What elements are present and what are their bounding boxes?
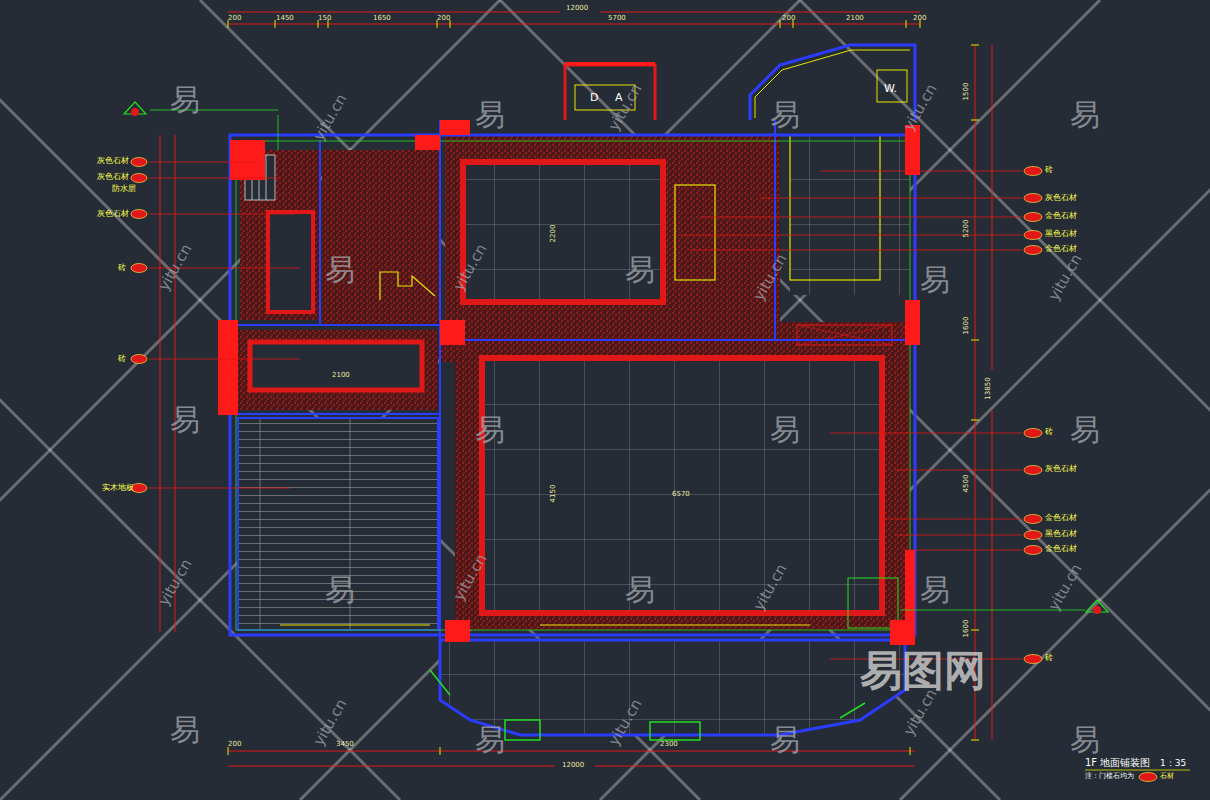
watermark: 易: [625, 255, 655, 285]
watermark: yitu.cn: [606, 697, 644, 749]
dimension-value: 12000: [566, 5, 588, 12]
watermark: 易: [475, 415, 505, 445]
dimension-value: 5200: [963, 220, 970, 238]
dimension-value: 5700: [608, 15, 626, 22]
drawing-note: 注：门槛石均为: [1085, 773, 1134, 780]
watermark: yitu.cn: [1046, 562, 1084, 614]
dimension-value: 1650: [373, 15, 391, 22]
dimension-value: 200: [437, 15, 450, 22]
symbol-letter: D: [590, 92, 598, 103]
material-callout: 实木地板: [102, 484, 134, 492]
material-callout: 防水层: [112, 185, 136, 193]
watermark: 易: [625, 575, 655, 605]
material-callout: 灰色石材: [1045, 194, 1077, 202]
dimension-value: 200: [913, 15, 926, 22]
walls: [230, 45, 915, 740]
wall-blocks: [218, 62, 920, 645]
watermark: 易图网: [860, 650, 986, 692]
watermark: yitu.cn: [156, 242, 194, 294]
dimension-value: 2100: [846, 15, 864, 22]
watermark: 易: [475, 100, 505, 130]
dimension-value: 1600: [963, 317, 970, 335]
scale-label: 1：35: [1160, 759, 1186, 768]
watermark: yitu.cn: [751, 252, 789, 304]
dimension-value: 2300: [660, 741, 678, 748]
dimension-value: 150: [318, 15, 331, 22]
dimension-value: 4500: [963, 475, 970, 493]
material-callout: 砖: [1045, 166, 1053, 174]
watermark: yitu.cn: [901, 687, 939, 739]
dimension-value: 1500: [963, 83, 970, 101]
dimension-value: 1450: [276, 15, 294, 22]
material-callout: 灰色石材: [97, 210, 129, 218]
dimension-value: 200: [228, 741, 241, 748]
dimension-value: 12000: [562, 762, 584, 769]
rooms: [238, 135, 910, 735]
watermark: 易: [920, 575, 950, 605]
watermark: 易: [920, 265, 950, 295]
material-callout: 砖: [1045, 428, 1053, 436]
dimension-value: 2100: [332, 372, 350, 379]
watermark: 易: [1070, 725, 1100, 755]
watermark: yitu.cn: [311, 92, 349, 144]
watermark: yitu.cn: [451, 552, 489, 604]
watermark: 易: [170, 715, 200, 745]
dimension-lines: [160, 12, 992, 766]
dimension-value: 200: [228, 15, 241, 22]
material-note: 石材: [1160, 773, 1174, 780]
watermark: 易: [170, 85, 200, 115]
title-underline: [1085, 770, 1190, 771]
watermark: 易: [170, 405, 200, 435]
dimension-value: 1600: [963, 620, 970, 638]
dimension-value: 3450: [336, 741, 354, 748]
dimension-value: 200: [782, 15, 795, 22]
watermark: 易: [1070, 415, 1100, 445]
watermark: yitu.cn: [451, 242, 489, 294]
watermark: yitu.cn: [1046, 252, 1084, 304]
callout-ellipses: [131, 158, 1157, 782]
watermark: yitu.cn: [156, 557, 194, 609]
material-callout: 灰色石材: [97, 173, 129, 181]
watermark: yitu.cn: [751, 562, 789, 614]
watermark: 易: [770, 415, 800, 445]
watermark: 易: [770, 725, 800, 755]
watermark: 易: [1070, 100, 1100, 130]
material-callout: 灰色石材: [97, 157, 129, 165]
dimension-value: 6570: [672, 491, 690, 498]
material-callout: 砖: [118, 355, 126, 363]
drawing-title: 1F 地面铺装图: [1085, 758, 1150, 768]
dimension-value: 13850: [985, 377, 992, 399]
material-callout: 金色石材: [1045, 514, 1077, 522]
watermark: 易: [475, 725, 505, 755]
watermark: 易: [325, 575, 355, 605]
watermark: 易: [325, 255, 355, 285]
watermark: yitu.cn: [901, 82, 939, 134]
leader-lines: [149, 110, 1085, 659]
material-callout: 黑色石材: [1045, 230, 1077, 238]
watermark: 易: [770, 100, 800, 130]
symbol-letter: W.: [884, 83, 897, 94]
material-callout: 砖: [1045, 654, 1053, 662]
material-callout: 金色石材: [1045, 212, 1077, 220]
material-callout: 灰色石材: [1045, 465, 1077, 473]
section-markers: [124, 102, 1108, 614]
material-callout: 黑色石材: [1045, 530, 1077, 538]
material-callout: 砖: [118, 264, 126, 272]
watermark: yitu.cn: [606, 82, 644, 134]
material-callout: 金色石材: [1045, 545, 1077, 553]
dimension-value: 2200: [550, 225, 557, 243]
dimension-value: 4150: [550, 485, 557, 503]
